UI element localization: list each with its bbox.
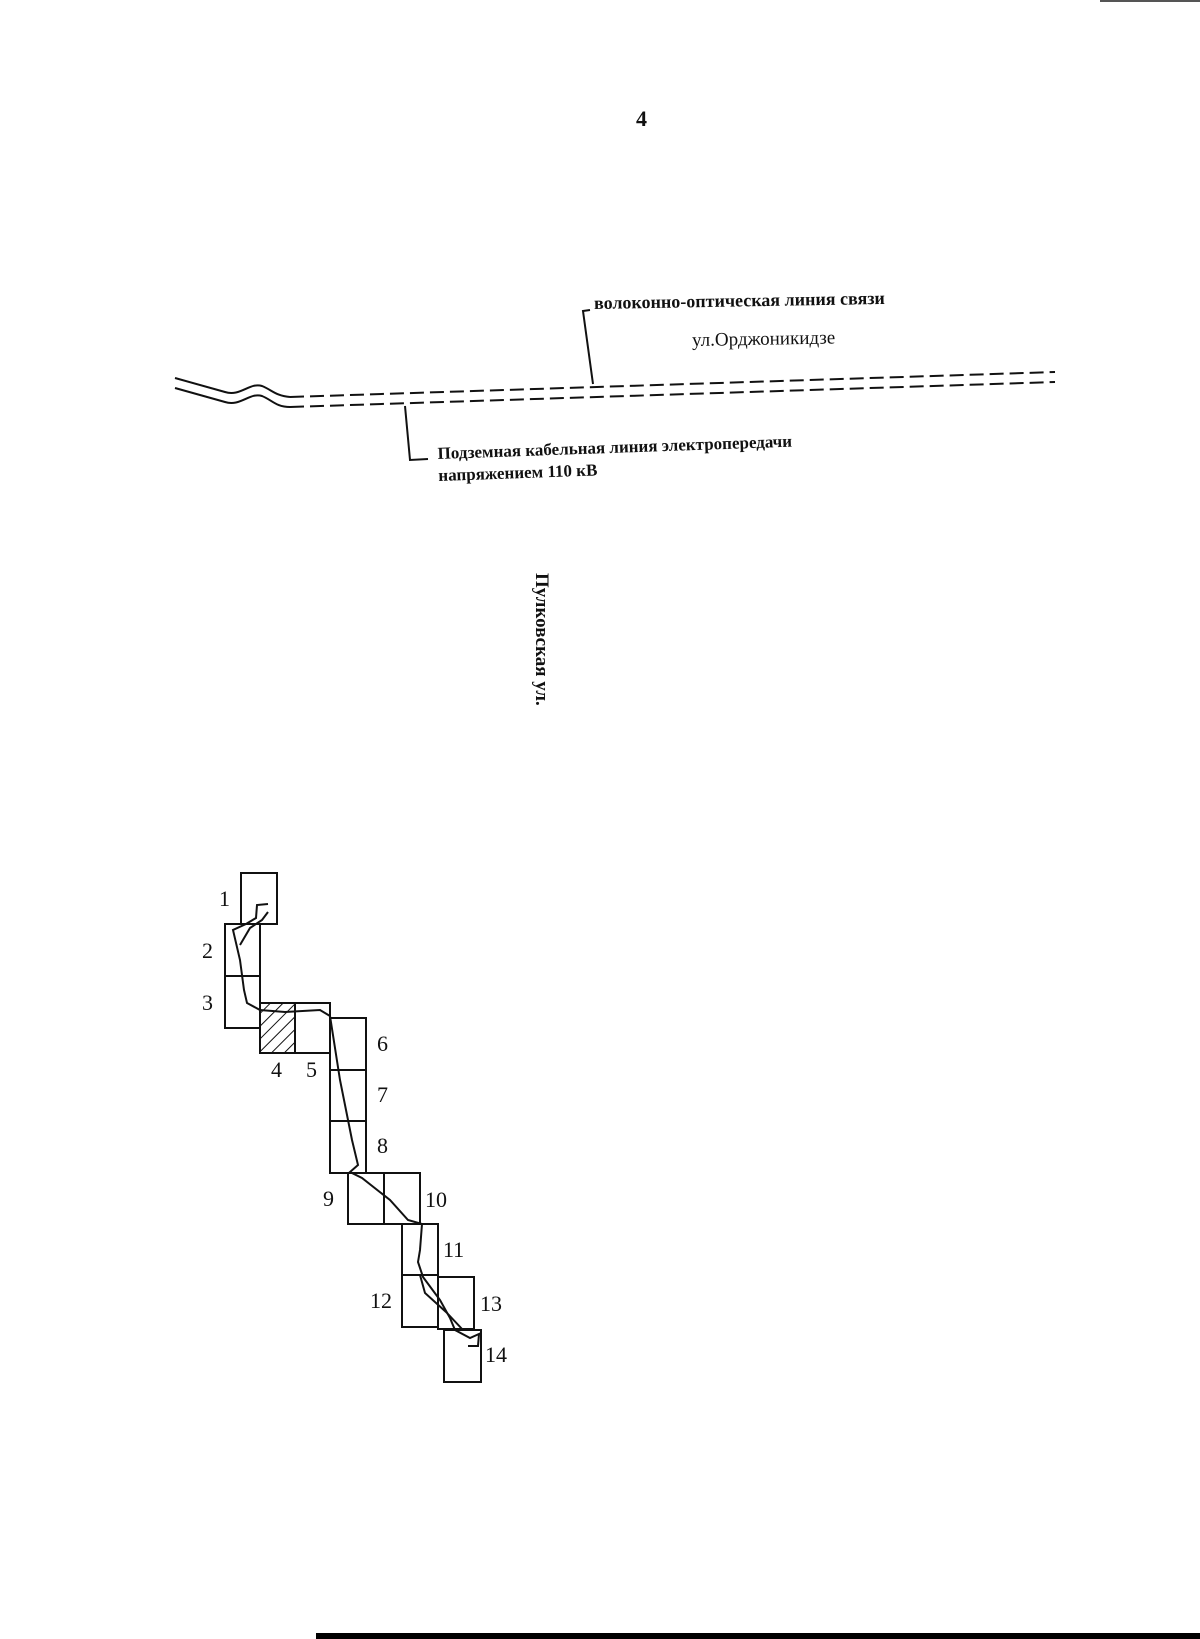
scan-edge-bottom — [316, 1633, 1200, 1639]
route-solid-upper — [174, 377, 291, 398]
route-dashed-upper — [289, 371, 1056, 398]
sheet-number-8: 8 — [377, 1133, 388, 1158]
sheet-number-14: 14 — [485, 1342, 507, 1367]
sheet-8 — [329, 1120, 367, 1174]
sheet-number-2: 2 — [202, 938, 213, 963]
scan-edge-top-corner — [1100, 0, 1200, 2]
cable-leader-line — [404, 405, 429, 462]
route-solid-lower — [174, 387, 291, 408]
sheet-number-13: 13 — [480, 1291, 502, 1316]
sheet-number-7: 7 — [377, 1082, 388, 1107]
sheet-number-6: 6 — [377, 1031, 388, 1056]
sheet-number-1: 1 — [219, 886, 230, 911]
sheet-2 — [224, 923, 261, 977]
sheet-7 — [329, 1069, 367, 1122]
sheet-number-4: 4 — [271, 1057, 282, 1082]
sheet-6 — [329, 1017, 367, 1071]
cable-route — [174, 371, 1056, 408]
sheet-number-9: 9 — [323, 1186, 334, 1211]
sheet-number-11: 11 — [443, 1237, 465, 1262]
sheet-1 — [240, 872, 278, 925]
street-label-pulkovskaya: Пулковская ул. — [531, 573, 552, 706]
page-number: 4 — [636, 106, 647, 131]
sheet-number-10: 10 — [425, 1187, 447, 1212]
street-label-ordzhonikidze: ул.Орджоникидзе — [691, 327, 836, 351]
sheet-number-3: 3 — [202, 990, 213, 1015]
sheet-number-5: 5 — [306, 1057, 317, 1082]
route-dashed-lower — [289, 381, 1056, 408]
sheet-route-trace — [231, 903, 481, 1347]
sheet-number-12: 12 — [370, 1288, 392, 1313]
sheet-14 — [443, 1329, 482, 1383]
fiber-leader-line — [581, 309, 594, 385]
